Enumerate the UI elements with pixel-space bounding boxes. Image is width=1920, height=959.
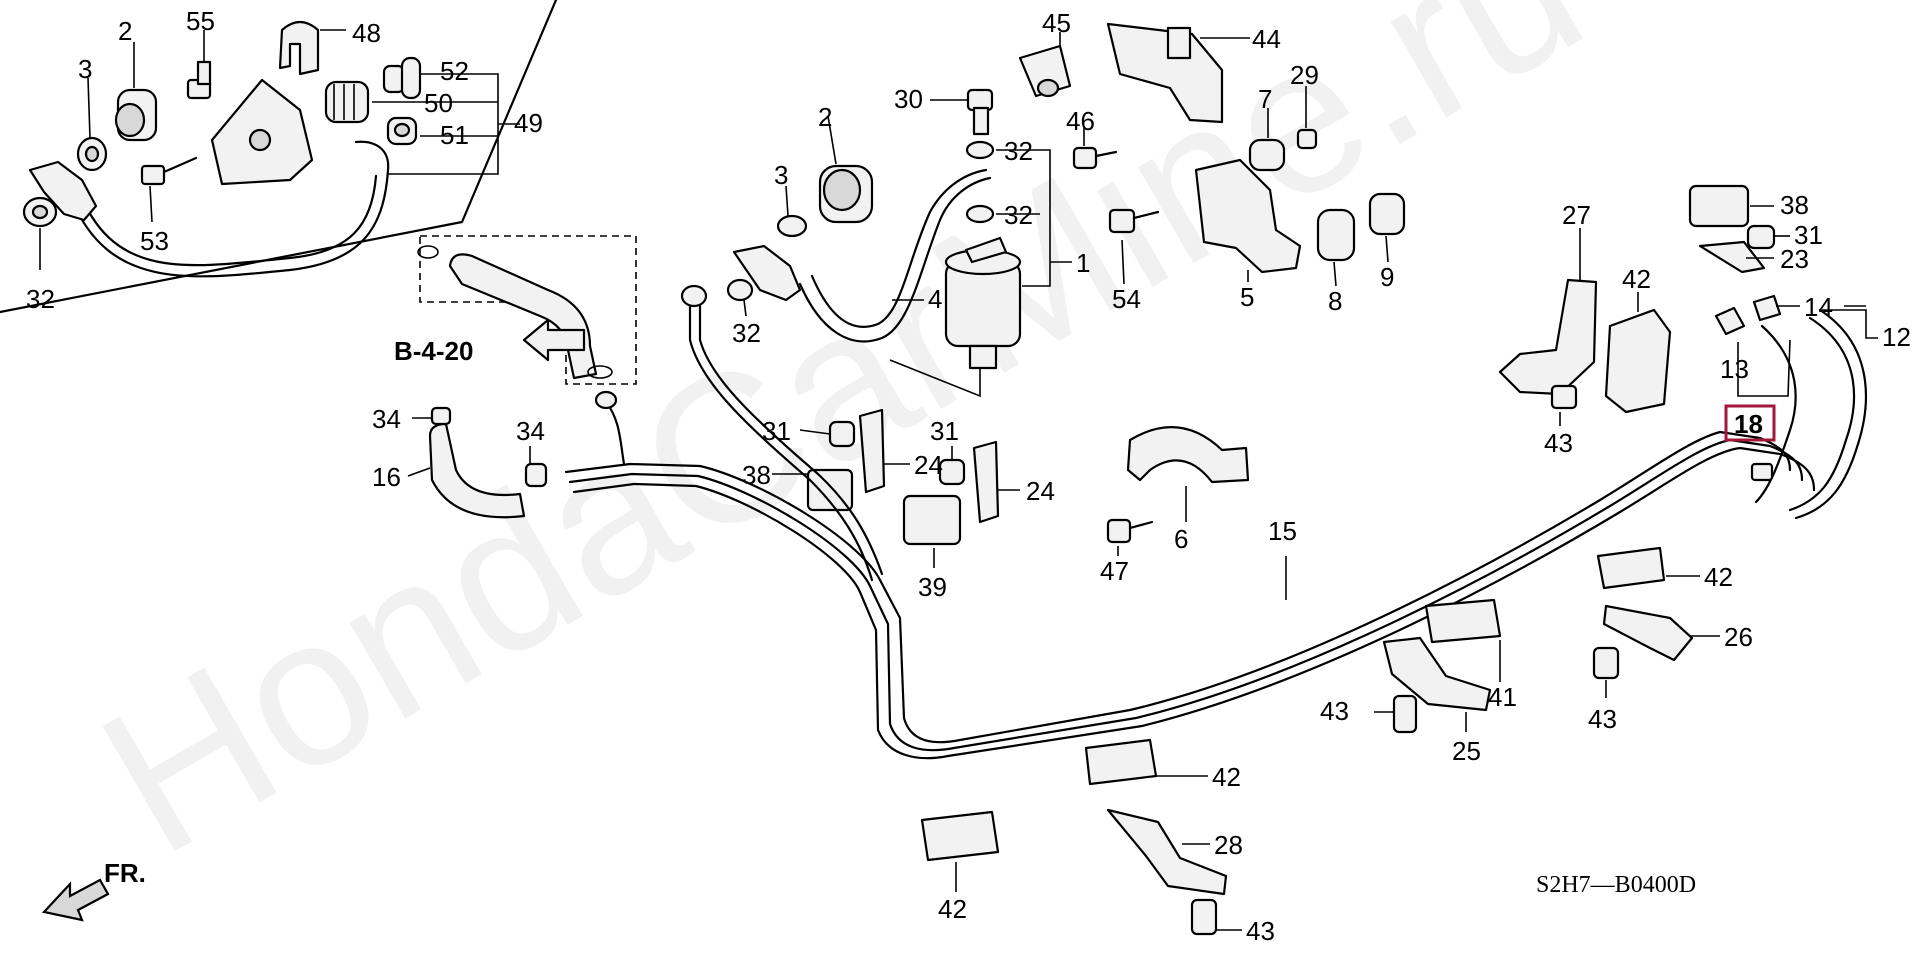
bolt-icon <box>140 156 198 186</box>
inset-frame <box>0 0 558 314</box>
part-label-50[interactable]: 50 <box>424 88 453 118</box>
inset-parts <box>22 20 422 278</box>
part-label-38[interactable]: 38 <box>1780 190 1809 220</box>
front-direction: FR. <box>41 858 146 922</box>
part-label-30[interactable]: 30 <box>894 84 923 114</box>
part-label-52[interactable]: 52 <box>440 56 469 86</box>
part-label-12[interactable]: 12 <box>1882 322 1911 352</box>
part-label-31[interactable]: 31 <box>1794 220 1823 250</box>
part-label-53[interactable]: 53 <box>140 226 169 256</box>
grommet-icon <box>114 88 158 142</box>
part-label-38b[interactable]: 38 <box>742 460 771 490</box>
clamp-icon <box>278 20 320 76</box>
part-label-34b[interactable]: 34 <box>516 416 545 446</box>
part-label-42[interactable]: 42 <box>1622 264 1651 294</box>
fuel-pipes <box>564 284 1816 760</box>
part-label-43c[interactable]: 43 <box>1320 696 1349 726</box>
part-label-42d[interactable]: 42 <box>938 894 967 924</box>
rubber-mount-icon <box>324 80 370 124</box>
right-parts <box>1498 184 1867 520</box>
leader-lines <box>39 29 1878 931</box>
part-label-15[interactable]: 15 <box>1268 516 1297 546</box>
part-label-5[interactable]: 5 <box>1240 282 1254 312</box>
part-label-28[interactable]: 28 <box>1214 830 1243 860</box>
left-middle-parts <box>428 406 1250 546</box>
part-label-27[interactable]: 27 <box>1562 200 1591 230</box>
bolt-icon <box>382 56 422 100</box>
part-label-3[interactable]: 3 <box>78 54 92 84</box>
part-label-32b[interactable]: 32 <box>1004 136 1033 166</box>
inset-hose <box>70 140 390 278</box>
part-label-32[interactable]: 32 <box>26 284 55 314</box>
part-label-44[interactable]: 44 <box>1252 24 1281 54</box>
part-label-49[interactable]: 49 <box>514 108 543 138</box>
part-label-39[interactable]: 39 <box>918 572 947 602</box>
part-label-14[interactable]: 14 <box>1804 292 1833 322</box>
part-label-46[interactable]: 46 <box>1066 106 1095 136</box>
lower-parts <box>920 546 1694 936</box>
part-label-43[interactable]: 43 <box>1544 428 1573 458</box>
part-label-48[interactable]: 48 <box>352 18 381 48</box>
part-label-3b[interactable]: 3 <box>774 160 788 190</box>
nut-icon <box>386 116 418 146</box>
part-label-32c[interactable]: 32 <box>1004 200 1033 230</box>
left-arrow-icon[interactable] <box>522 318 586 362</box>
part-label-6[interactable]: 6 <box>1174 524 1188 554</box>
part-label-18[interactable]: 18 <box>1734 409 1763 439</box>
front-arrow-icon <box>41 878 110 922</box>
part-label-8[interactable]: 8 <box>1328 286 1342 316</box>
front-label: FR. <box>104 858 146 888</box>
part-label-34[interactable]: 34 <box>372 404 401 434</box>
part-label-42b[interactable]: 42 <box>1704 562 1733 592</box>
part-label-43d[interactable]: 43 <box>1246 916 1275 946</box>
part-label-47[interactable]: 47 <box>1100 556 1129 586</box>
reference-label[interactable]: B-4-20 <box>394 336 473 366</box>
part-label-1[interactable]: 1 <box>1076 248 1090 278</box>
part-label-29[interactable]: 29 <box>1290 60 1319 90</box>
part-label-24b[interactable]: 24 <box>1026 476 1055 506</box>
highlight-box[interactable] <box>1724 404 1776 442</box>
part-label-51[interactable]: 51 <box>440 120 469 150</box>
part-label-26[interactable]: 26 <box>1724 622 1753 652</box>
banjo-fitting-icon <box>22 160 98 228</box>
part-label-16[interactable]: 16 <box>372 462 401 492</box>
part-label-41[interactable]: 41 <box>1488 682 1517 712</box>
part-label-31b[interactable]: 31 <box>762 416 791 446</box>
part-label-23[interactable]: 23 <box>1780 244 1809 274</box>
part-label-54[interactable]: 54 <box>1112 284 1141 314</box>
part-label-25[interactable]: 25 <box>1452 736 1481 766</box>
part-label-32d[interactable]: 32 <box>732 318 761 348</box>
part-label-45[interactable]: 45 <box>1042 8 1071 38</box>
part-label-9[interactable]: 9 <box>1380 262 1394 292</box>
part-labels: 2 55 48 3 52 50 49 51 53 32 45 44 30 2 4… <box>26 6 1911 946</box>
part-label-43b[interactable]: 43 <box>1588 704 1617 734</box>
part-label-42c[interactable]: 42 <box>1212 762 1241 792</box>
part-label-7[interactable]: 7 <box>1258 84 1272 114</box>
reference-box <box>417 235 637 385</box>
part-label-4[interactable]: 4 <box>928 284 942 314</box>
diagram-code: S2H7—B0400D <box>1536 872 1696 898</box>
fuel-filter-group <box>726 22 1406 370</box>
part-label-2b[interactable]: 2 <box>818 102 832 132</box>
part-label-13[interactable]: 13 <box>1720 354 1749 384</box>
part-label-31c[interactable]: 31 <box>930 416 959 446</box>
part-label-24[interactable]: 24 <box>914 450 943 480</box>
part-label-2[interactable]: 2 <box>118 16 132 46</box>
bolt-icon <box>186 60 212 100</box>
part-label-55[interactable]: 55 <box>186 6 215 36</box>
